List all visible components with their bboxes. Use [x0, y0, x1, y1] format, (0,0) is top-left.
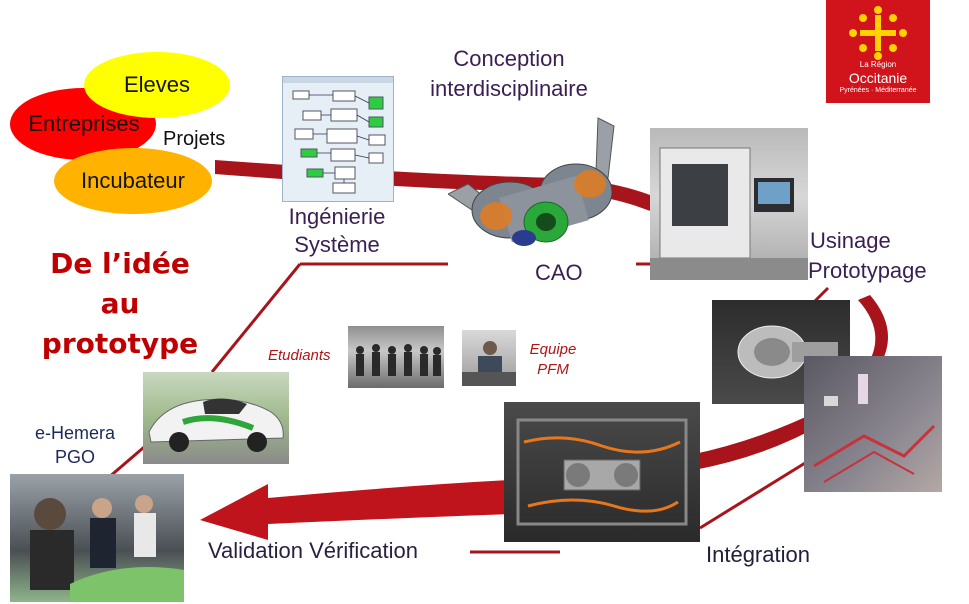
ellipse-eleves: Eleves	[84, 52, 230, 118]
tagline-line-2: au	[100, 287, 140, 320]
validation-arrow	[200, 480, 512, 540]
equipe-label-2: PFM	[537, 361, 569, 378]
pcb-closeup-photo	[804, 356, 942, 492]
ehemera-label-1: e-Hemera	[34, 423, 116, 443]
validation-event-photo	[10, 474, 184, 602]
students-group-photo	[348, 326, 444, 388]
electric-powertrain-icon	[516, 418, 688, 526]
logo-line-3: Pyrénées · Méditerranée	[839, 87, 917, 94]
integration-label: Intégration	[706, 542, 810, 567]
conception-label-1: Conception	[453, 46, 565, 71]
usinage-label-1: Usinage	[810, 228, 891, 253]
cnc-machine-photo	[650, 128, 808, 280]
block-diagram-icon	[283, 77, 393, 194]
chassis-integration-photo	[504, 402, 700, 542]
connector-ingenierie-car	[210, 263, 302, 373]
usinage-label-2: Prototypage	[808, 258, 927, 283]
tagline-line-1: De l’idée	[50, 247, 190, 280]
ingenierie-label-1: Ingénierie	[288, 204, 386, 229]
systems-engineering-diagram	[282, 76, 394, 202]
occitan-cross-icon	[849, 6, 907, 60]
right-flow-band	[858, 295, 888, 365]
cad-motor-rendering	[448, 117, 615, 246]
etudiants-label: Etudiants	[268, 347, 331, 364]
motor-stator-icon	[737, 325, 838, 379]
region-occitanie-logo: La Région Occitanie Pyrénées · Méditerra…	[826, 0, 930, 103]
equipe-label-1: Equipe	[529, 341, 577, 358]
ingenierie-label-2: Système	[294, 232, 380, 257]
circuit-board-icon	[813, 374, 936, 483]
race-car-photo	[143, 372, 289, 464]
validation-label: Validation Vérification	[208, 538, 418, 563]
cao-label: CAO	[535, 260, 583, 285]
pfm-team-photo	[462, 330, 516, 386]
ellipse-incubateur-label: Incubateur	[81, 168, 185, 193]
crowd-with-car-icon	[30, 495, 184, 602]
race-car-icon	[148, 398, 284, 452]
cnc-machine-icon	[650, 147, 808, 280]
ehemera-label-2: PGO	[54, 447, 95, 467]
tagline: De l’idée au prototype	[20, 244, 220, 364]
ellipse-incubateur: Incubateur	[54, 148, 212, 214]
lower-flow-band	[690, 410, 826, 470]
people-icon	[356, 344, 441, 376]
ellipse-eleves-label: Eleves	[123, 72, 191, 97]
logo-line-2: Occitanie	[848, 70, 908, 86]
projets-label: Projets	[163, 128, 226, 150]
connector-integration-right	[699, 458, 811, 530]
tagline-line-3: prototype	[41, 327, 199, 360]
conception-label-2: interdisciplinaire	[430, 76, 588, 101]
ellipse-entreprises-label: Entreprises	[28, 111, 140, 136]
team-at-desk-icon	[462, 341, 516, 386]
motor-prototype-photo	[712, 300, 850, 404]
logo-line-1: La Région	[859, 60, 897, 69]
